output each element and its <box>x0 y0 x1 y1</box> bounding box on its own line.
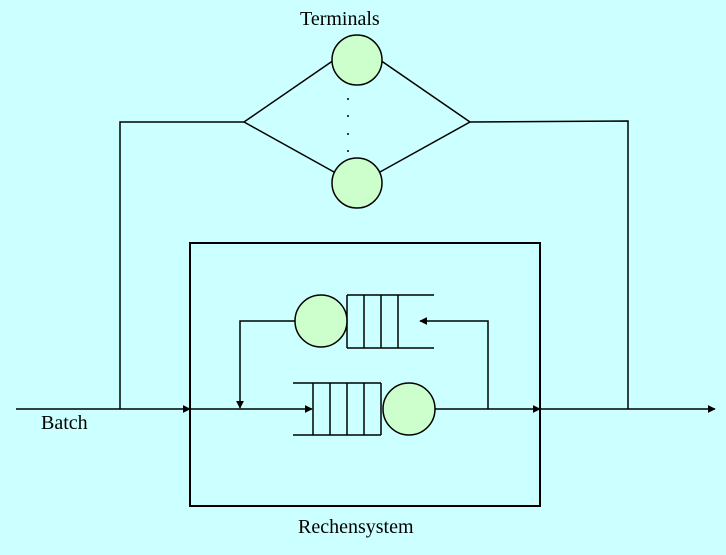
lower-server-node <box>382 382 436 436</box>
terminal-fan-lower-left <box>243 121 335 173</box>
terminal-loop-right-wire <box>469 120 629 409</box>
upper-server-node <box>294 294 348 348</box>
batch-label: Batch <box>41 412 88 434</box>
terminal-node-top <box>331 34 383 86</box>
lower-queue <box>293 382 382 436</box>
terminal-fan-upper-right <box>379 59 471 123</box>
rechensystem-label: Rechensystem <box>298 516 414 538</box>
terminal-fan-lower-right <box>379 121 471 173</box>
terminal-ellipsis-dots <box>347 98 349 152</box>
upper-queue <box>346 294 434 349</box>
terminal-loop-left-wire <box>119 121 244 409</box>
feedback-right-wire <box>419 317 489 409</box>
terminals-label: Terminals <box>300 8 380 30</box>
terminal-fan-upper-left <box>243 59 335 123</box>
rechensystem-box <box>189 242 541 507</box>
terminal-node-bottom <box>331 157 383 209</box>
feedback-left-wire <box>236 320 295 409</box>
